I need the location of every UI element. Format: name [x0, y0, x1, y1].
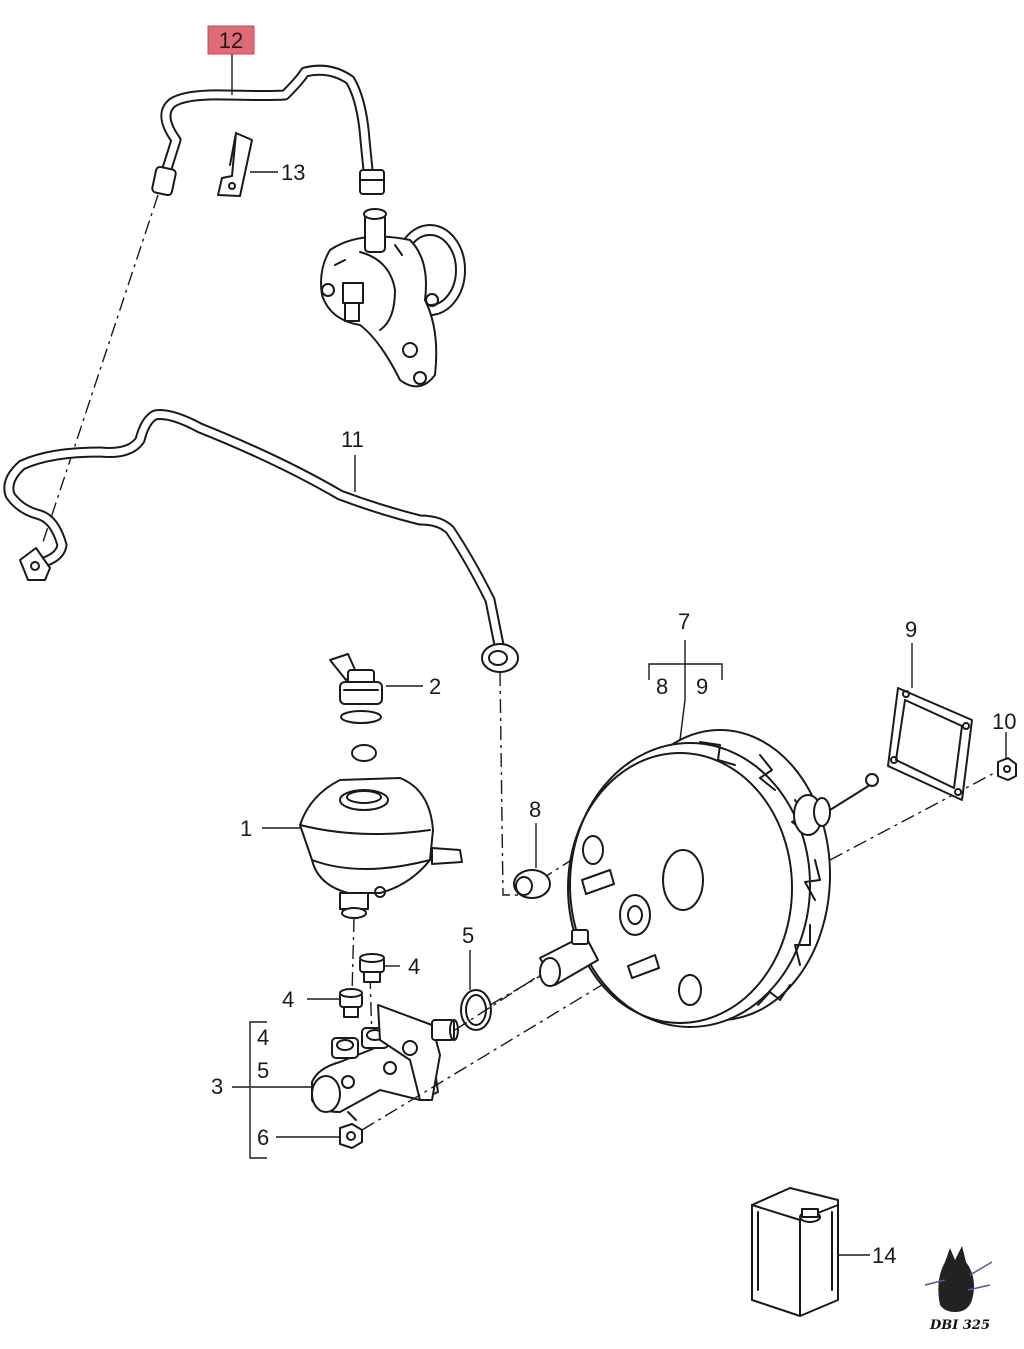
callout-7-sub-8[interactable]: 8 — [656, 674, 668, 699]
callout-8[interactable]: 8 — [529, 797, 541, 822]
callout-3[interactable]: 3 — [211, 1074, 223, 1099]
callout-14[interactable]: 14 — [872, 1243, 896, 1268]
callout-11[interactable]: 11 — [341, 427, 364, 452]
nut-6 — [339, 1123, 363, 1149]
reservoir-cap-2 — [329, 653, 383, 762]
brake-fluid-can-14 — [751, 1187, 839, 1317]
callout-4-right[interactable]: 4 — [408, 954, 420, 979]
watermark-logo: DBI 325 — [924, 1246, 993, 1333]
callout-13[interactable]: 13 — [281, 160, 305, 185]
master-cylinder-3 — [311, 1004, 459, 1121]
watermark-text: DBI 325 — [929, 1318, 990, 1333]
vacuum-pump — [320, 208, 466, 388]
grommet-4-left — [339, 988, 363, 1018]
callout-3-sub-6[interactable]: 6 — [257, 1125, 269, 1150]
callout-4-left[interactable]: 4 — [282, 987, 294, 1012]
brake-booster-7 — [539, 729, 879, 1028]
nut-10 — [997, 757, 1017, 781]
highlight-box-12 — [207, 25, 255, 55]
gasket-9 — [887, 687, 973, 801]
callout-7[interactable]: 7 — [678, 609, 690, 634]
callout-3-sub-4[interactable]: 4 — [257, 1025, 269, 1050]
grommet-4-right — [359, 953, 385, 983]
callout-5-seal[interactable]: 5 — [462, 923, 474, 948]
hose-bracket-13 — [217, 132, 253, 197]
vacuum-line-11 — [3, 409, 519, 673]
callout-3-sub-5[interactable]: 5 — [257, 1058, 269, 1083]
grommet-8 — [513, 869, 551, 899]
callout-7-sub-9[interactable]: 9 — [696, 674, 708, 699]
leader-lines — [231, 52, 1007, 1256]
vacuum-hose-12 — [151, 64, 385, 197]
callout-1[interactable]: 1 — [240, 816, 252, 841]
callout-2[interactable]: 2 — [429, 674, 441, 699]
callout-10[interactable]: 10 — [992, 709, 1016, 734]
brake-fluid-reservoir-1 — [299, 777, 463, 919]
callout-12[interactable]: 12 — [219, 28, 243, 53]
callout-9[interactable]: 9 — [905, 617, 917, 642]
